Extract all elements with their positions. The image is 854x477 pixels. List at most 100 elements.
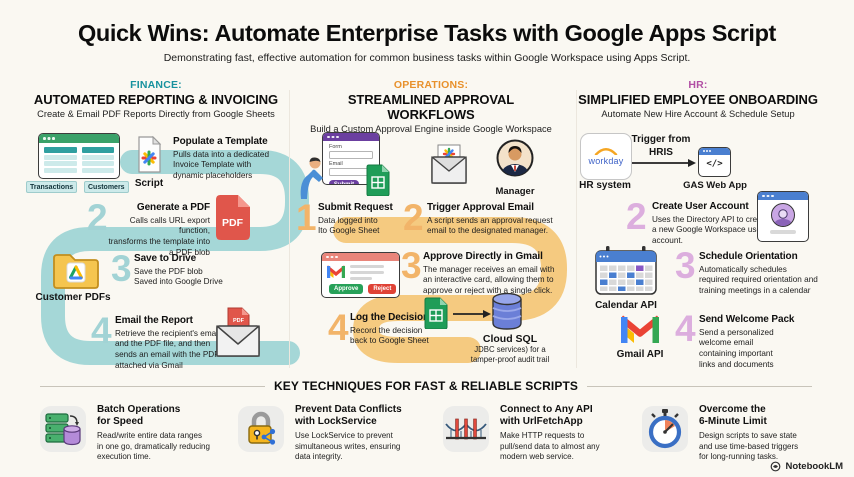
calendar-api-icon — [595, 246, 657, 295]
technique-desc: Design scripts to save state and use tim… — [699, 431, 799, 462]
workday-logo-text: workday — [588, 156, 624, 166]
finance-step-2-number: 2 — [87, 197, 108, 238]
cloud-sql-label: Cloud SQL — [482, 333, 538, 345]
step-title: Populate a Template — [173, 136, 268, 147]
hr-step-2-number: 2 — [626, 196, 647, 237]
technique-title: Overcome the 6-Minute Limit — [699, 404, 767, 427]
technique-desc: Read/write entire data ranges in one go,… — [97, 431, 210, 462]
step-title: Save to Drive — [134, 253, 197, 264]
column-divider — [576, 90, 577, 368]
step-desc: Pulls data into a dedicated Invoice Temp… — [173, 149, 270, 181]
operations-title: STREAMLINED APPROVAL WORKFLOWS — [347, 92, 515, 122]
form-input — [329, 151, 373, 159]
finance-flow-path — [41, 150, 309, 365]
step-desc: The manager receives an email with an in… — [423, 264, 555, 296]
techniques-heading: KEY TECHNIQUES FOR FAST & RELIABLE SCRIP… — [274, 379, 579, 393]
customer-pdfs-label: Customer PDFs — [35, 292, 111, 303]
divider-line — [587, 385, 813, 387]
customers-table-icon — [81, 147, 114, 174]
watermark: NotebookLM — [770, 461, 843, 472]
email-pdf-envelope-icon: PDF — [216, 307, 260, 357]
finance-subtitle: Create & Email PDF Reports Directly from… — [37, 109, 275, 119]
step-title: Submit Request — [318, 202, 393, 213]
step-title: Log the Decision — [350, 312, 429, 323]
step-desc: Record the decision back to Google Sheet — [350, 325, 429, 346]
hr-step-4-number: 4 — [675, 308, 696, 349]
step-desc: Data logged into Ito Google Sheet — [318, 215, 380, 236]
gmail-api-icon — [621, 315, 659, 343]
google-sheets-icon — [366, 164, 390, 196]
arrow-right-icon — [453, 310, 491, 318]
hr-system-label: HR system — [579, 180, 631, 191]
techniques-heading-row: KEY TECHNIQUES FOR FAST & RELIABLE SCRIP… — [40, 379, 813, 393]
sheet-tab-transactions: Transactions — [26, 181, 78, 193]
operations-step-4-number: 4 — [328, 307, 349, 348]
google-sheets-icon — [424, 297, 448, 329]
lock-icon — [238, 406, 284, 452]
step-desc: Retrieve the recipient's email and the P… — [115, 328, 220, 371]
step-desc: Send a personalized welcome email contai… — [699, 327, 774, 370]
step-title: Create User Account — [652, 201, 749, 212]
sheet-tab-customers: Customers — [84, 181, 129, 193]
user-avatar-icon — [771, 203, 795, 227]
gas-web-app-window-icon: </> — [698, 147, 731, 177]
gas-web-app-label: GAS Web App — [683, 180, 747, 191]
gmail-api-label: Gmail API — [616, 349, 664, 360]
column-divider — [289, 90, 290, 368]
step-desc: Save the PDF blob Saved into Google Driv… — [134, 266, 223, 287]
technique-batch-operations: Batch Operations for Speed Read/write en… — [40, 404, 230, 463]
finance-step-3: Save to Drive Save the PDF blob Saved in… — [134, 253, 239, 288]
hr-step-3: Schedule Orientation Automatically sched… — [699, 251, 834, 297]
form-field-label: Form — [329, 144, 342, 150]
technique-title: Connect to Any API with UrlFetchApp — [500, 404, 593, 427]
window-dots-icon — [327, 135, 330, 139]
approval-email-envelope-icon — [431, 144, 467, 184]
finance-step-1: Populate a Template Pulls data into a de… — [173, 136, 285, 182]
hr-title: SIMPLIFIED EMPLOYEE ONBOARDING — [578, 92, 818, 107]
placeholder-line — [770, 230, 796, 234]
operations-step-3: Approve Directly in Gmail The manager re… — [423, 251, 563, 297]
operations-step-4: Log the Decision Record the decision bac… — [350, 312, 450, 347]
person-icon — [300, 157, 323, 199]
approve-button: Approve — [329, 284, 364, 294]
operations-step-3-number: 3 — [401, 245, 422, 286]
finance-title: AUTOMATED REPORTING & INVOICING — [33, 92, 279, 107]
operations-category: OPERATIONS: — [393, 79, 469, 91]
email-field-label: Email — [329, 161, 343, 167]
window-dots-icon — [43, 137, 46, 140]
hr-subtitle: Automate New Hire Account & Schedule Set… — [601, 109, 795, 119]
step-title: Generate a PDF — [136, 202, 210, 213]
finance-step-4: Email the Report Retrieve the recipient'… — [115, 315, 225, 372]
step-title: Email the Report — [115, 315, 193, 326]
operations-step-2-number: 2 — [403, 197, 424, 238]
apps-script-file-icon — [138, 136, 162, 173]
cloud-sql-database-icon — [492, 293, 522, 330]
step-title: Schedule Orientation — [699, 251, 798, 262]
workday-arc-icon — [594, 148, 618, 155]
window-dots-icon — [762, 194, 765, 198]
transactions-table-icon — [44, 147, 77, 174]
step-desc: Calls calls URL export function, transfo… — [108, 215, 210, 258]
window-dots-icon — [326, 255, 329, 259]
hr-column-header: HR: SIMPLIFIED EMPLOYEE ONBOARDING Autom… — [578, 79, 818, 119]
hr-category: HR: — [688, 79, 708, 91]
operations-column-header: OPERATIONS: STREAMLINED APPROVAL WORKFLO… — [306, 79, 556, 134]
technique-six-minute-limit: Overcome the 6-Minute Limit Design scrip… — [642, 404, 832, 463]
finance-category: FINANCE: — [130, 79, 182, 91]
cloud-sql-desc: JDBC services) for a tamper-proof audit … — [470, 345, 550, 365]
script-label: Script — [134, 178, 164, 189]
notebooklm-logo-icon — [771, 461, 781, 472]
code-glyph: </> — [706, 158, 723, 169]
technique-title: Batch Operations for Speed — [97, 404, 181, 427]
calendar-api-label: Calendar API — [595, 300, 657, 311]
finance-step-2: Generate a PDF Calls calls URL export fu… — [100, 202, 211, 259]
window-dots-icon — [703, 150, 705, 153]
pdf-file-icon: PDF — [216, 195, 250, 240]
watermark-text: NotebookLM — [785, 461, 843, 472]
finance-step-3-number: 3 — [111, 248, 132, 289]
pdf-badge: PDF — [233, 318, 245, 324]
page-title: Quick Wins: Automate Enterprise Tasks wi… — [78, 20, 776, 46]
stopwatch-icon — [642, 406, 688, 452]
batch-operations-icon — [40, 406, 86, 452]
